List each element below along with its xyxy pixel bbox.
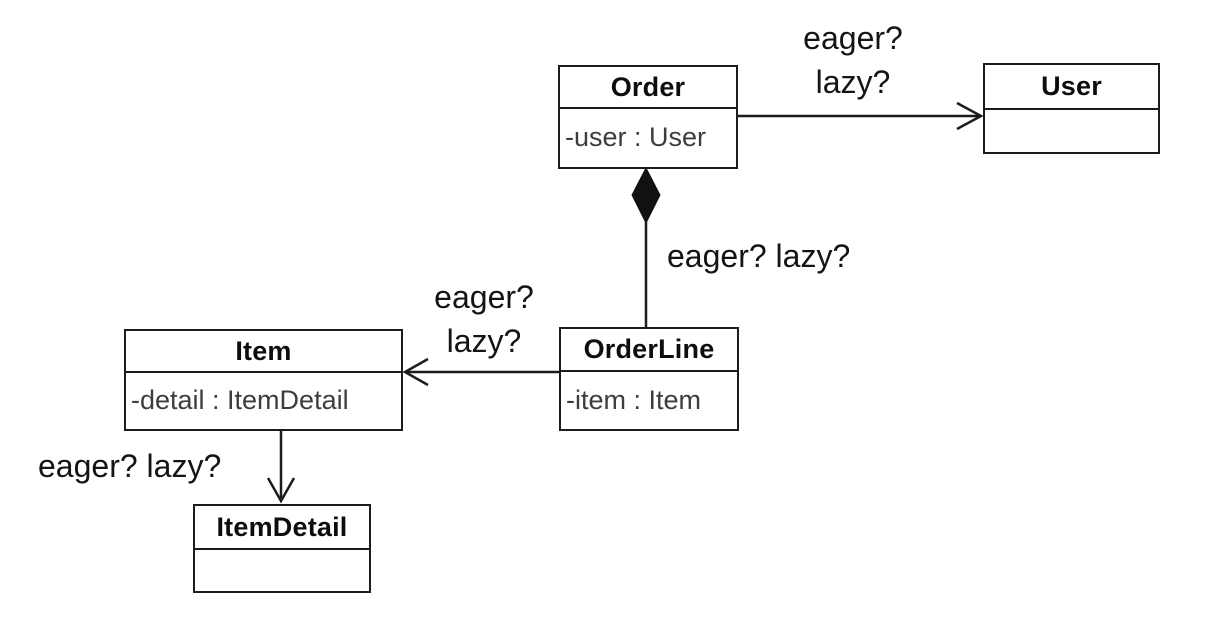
class-box-user: User (983, 63, 1160, 154)
class-order-attribute: -user : User (565, 122, 707, 152)
composition-diamond-icon (631, 166, 661, 225)
class-box-order: Order -user : User (558, 65, 738, 169)
class-box-orderline: OrderLine -item : Item (559, 327, 739, 431)
class-itemdetail-title: ItemDetail (195, 506, 369, 550)
class-box-item: Item -detail : ItemDetail (124, 329, 403, 431)
label-orderline-item-line1: eager? (434, 279, 534, 315)
orderline-item-open-arrowhead-icon (402, 357, 429, 387)
item-itemdetail-open-arrowhead-icon (266, 477, 296, 504)
class-user-attributes-empty (985, 110, 1158, 151)
label-order-user-line1: eager? (803, 20, 903, 56)
label-order-orderline: eager? lazy? (667, 238, 851, 274)
class-user-title: User (985, 65, 1158, 110)
label-orderline-item-line2: lazy? (446, 323, 522, 359)
class-orderline-attribute: -item : Item (566, 384, 702, 415)
label-item-itemdetail: eager? lazy? (38, 448, 222, 484)
class-item-title: Item (126, 331, 401, 373)
order-user-open-arrowhead-icon (956, 101, 984, 131)
class-itemdetail-attributes-empty (195, 550, 369, 590)
label-order-user: eager? lazy? (803, 16, 903, 104)
class-order-title: Order (560, 67, 736, 109)
class-orderline-title: OrderLine (561, 329, 737, 372)
label-orderline-item: eager? lazy? (434, 275, 534, 363)
class-item-attribute: -detail : ItemDetail (131, 385, 349, 415)
label-order-user-line2: lazy? (815, 64, 891, 100)
class-box-itemdetail: ItemDetail (193, 504, 371, 593)
